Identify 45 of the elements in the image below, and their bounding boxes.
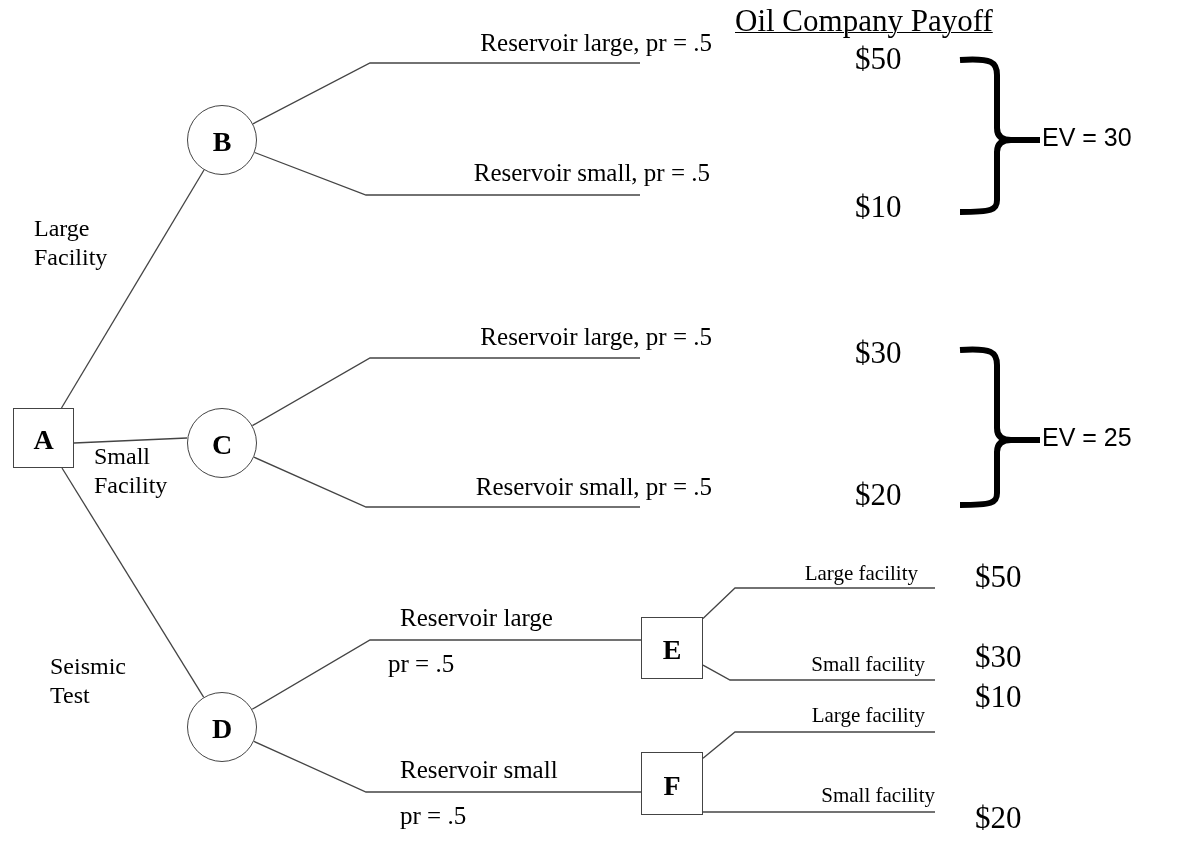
branch-line xyxy=(73,437,188,444)
branch-line xyxy=(702,664,936,681)
column-heading: Oil Company Payoff xyxy=(735,2,993,40)
payoff-label: $30 xyxy=(855,336,902,371)
branch-line xyxy=(702,731,936,759)
edge-label: Reservoir large, pr = .5 xyxy=(480,322,712,352)
branch-line xyxy=(702,587,936,620)
payoff-label: $20 xyxy=(975,801,1022,836)
edge-label: Seismic Test xyxy=(50,652,126,710)
edge-label: Small facility xyxy=(811,652,925,678)
edge-label: Small facility xyxy=(821,783,935,809)
decision-node: E xyxy=(641,617,703,679)
payoff-label: $50 xyxy=(855,42,902,77)
edge-label: Reservoir large xyxy=(400,603,553,633)
edge-label: Reservoir large, pr = .5 xyxy=(480,28,712,58)
branch-line xyxy=(251,357,641,427)
branch-line xyxy=(252,62,641,125)
branch-line xyxy=(61,467,205,698)
chance-node: D xyxy=(187,692,257,762)
branch-line xyxy=(251,639,642,710)
branch-line xyxy=(253,456,641,508)
chance-node: B xyxy=(187,105,257,175)
edge-label: Large Facility xyxy=(34,214,108,272)
decision-node: A xyxy=(13,408,74,468)
edge-label: Large facility xyxy=(804,561,918,587)
payoff-label: pr = .5 xyxy=(388,650,455,678)
branch-line xyxy=(254,151,641,196)
payoff-label: $10 xyxy=(975,680,1022,715)
decision-node: F xyxy=(641,752,703,815)
payoff-label: $50 xyxy=(975,560,1022,595)
edge-label: Reservoir small, pr = .5 xyxy=(473,158,710,188)
edge-label: Large facility xyxy=(811,703,925,729)
edge-label: Small Facility xyxy=(94,442,168,500)
expected-value-label: EV = 30 xyxy=(1042,124,1132,152)
branch-line xyxy=(60,169,205,409)
branch-line xyxy=(253,740,642,793)
edge-label: Reservoir small, pr = .5 xyxy=(475,472,712,502)
chance-node: C xyxy=(187,408,257,478)
edge-label: Reservoir small xyxy=(400,755,558,785)
payoff-label: $20 xyxy=(855,478,902,513)
expected-value-label: EV = 25 xyxy=(1042,424,1132,452)
payoff-label: pr = .5 xyxy=(400,802,467,830)
branch-line xyxy=(702,811,936,813)
payoff-label: $30 xyxy=(975,640,1022,675)
payoff-label: $10 xyxy=(855,190,902,225)
